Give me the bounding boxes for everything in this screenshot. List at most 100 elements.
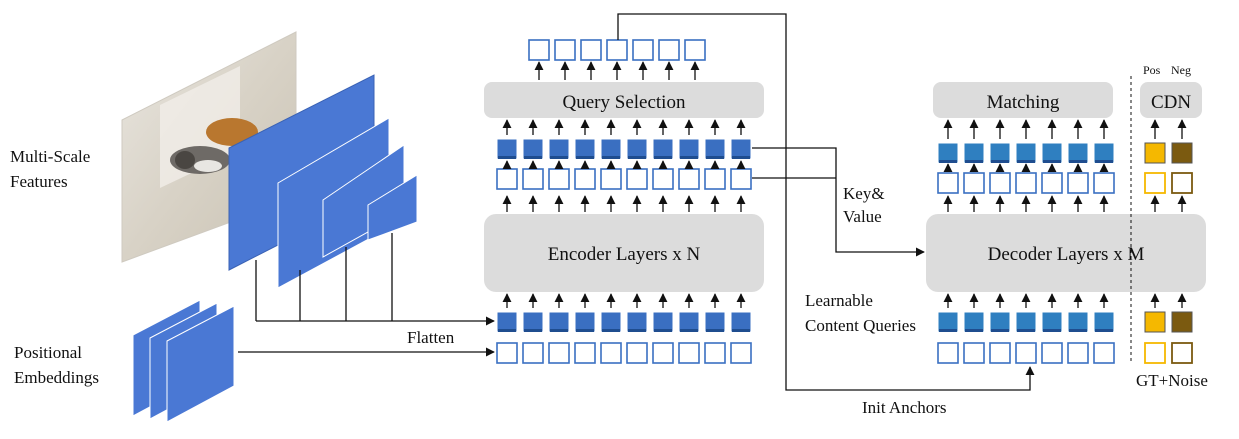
memory-token-shadow bbox=[654, 156, 672, 159]
neg-noised-query-token bbox=[1171, 311, 1193, 333]
matching-block bbox=[933, 82, 1113, 118]
decoder-anchor-tokens bbox=[937, 342, 1115, 364]
position-token bbox=[626, 168, 648, 190]
anchor-token bbox=[1015, 172, 1037, 194]
content-query-token-shadow bbox=[1069, 329, 1087, 332]
memory-token-shadow bbox=[576, 156, 594, 159]
positional-embeddings bbox=[132, 299, 235, 423]
neg-anchor-token bbox=[1171, 172, 1193, 194]
decoder-output-arrows bbox=[943, 195, 1109, 212]
query-token-shadow bbox=[1017, 160, 1035, 163]
cdn-block bbox=[1140, 82, 1202, 118]
position-token bbox=[600, 168, 622, 190]
position-token bbox=[496, 168, 518, 190]
positional-label-1: Positional bbox=[14, 343, 82, 362]
feature-token-shadow bbox=[498, 329, 516, 332]
feature-token-shadow bbox=[654, 329, 672, 332]
anchor-token bbox=[989, 342, 1011, 364]
position-token bbox=[704, 168, 726, 190]
query-selection-label: Query Selection bbox=[563, 92, 686, 113]
feature-token-shadow bbox=[550, 329, 568, 332]
pos-anchor-token bbox=[1144, 172, 1166, 194]
learnable-queries-label-1: Learnable bbox=[805, 291, 873, 310]
position-token bbox=[626, 342, 648, 364]
memory-token-shadow bbox=[628, 156, 646, 159]
decoder-layers-label: Decoder Layers x M bbox=[988, 244, 1145, 265]
content-query-token-shadow bbox=[1095, 329, 1113, 332]
query-token-shadow bbox=[939, 160, 957, 163]
selected-query-token bbox=[606, 39, 628, 61]
selected-query-token bbox=[684, 39, 706, 61]
selected-query-token bbox=[632, 39, 654, 61]
feature-token-shadow bbox=[732, 329, 750, 332]
anchor-token bbox=[937, 342, 959, 364]
learnable-queries-label-2: Content Queries bbox=[805, 316, 916, 335]
query-selection-input-arrows bbox=[502, 119, 746, 135]
decoder-output-anchor-tokens bbox=[937, 172, 1115, 194]
key-value-connectors bbox=[752, 147, 925, 257]
cat-and-dog-photo-icon bbox=[170, 118, 258, 174]
position-token bbox=[548, 342, 570, 364]
gt-noise-label: GT+Noise bbox=[1136, 371, 1208, 390]
memory-token-shadow bbox=[732, 156, 750, 159]
anchor-token bbox=[989, 172, 1011, 194]
anchor-token bbox=[963, 342, 985, 364]
multi-scale-label-2: Features bbox=[10, 172, 68, 191]
memory-token-shadow bbox=[550, 156, 568, 159]
anchor-token bbox=[1041, 342, 1063, 364]
position-token bbox=[574, 342, 596, 364]
memory-token-shadow bbox=[524, 156, 542, 159]
feature-token-shadow bbox=[680, 329, 698, 332]
position-token bbox=[704, 342, 726, 364]
content-query-token-shadow bbox=[1043, 329, 1061, 332]
decoder-output-query-tokens bbox=[937, 142, 1115, 164]
anchor-token bbox=[937, 172, 959, 194]
pos-noised-query-token bbox=[1144, 311, 1166, 333]
memory-token-shadow bbox=[602, 156, 620, 159]
position-token bbox=[678, 168, 700, 190]
position-token bbox=[730, 168, 752, 190]
position-token bbox=[652, 168, 674, 190]
content-query-token-shadow bbox=[1017, 329, 1035, 332]
encoder-input-arrows bbox=[502, 293, 746, 308]
selected-query-token bbox=[580, 39, 602, 61]
pos-noised-anchor-token bbox=[1144, 342, 1166, 364]
decoder-query-arrows bbox=[943, 163, 1109, 173]
memory-token-shadow bbox=[498, 156, 516, 159]
query-token-shadow bbox=[1069, 160, 1087, 163]
selected-query-token bbox=[658, 39, 680, 61]
encoder-output-memory-tokens bbox=[496, 138, 752, 160]
encoder-memory-arrows bbox=[502, 160, 746, 170]
flatten-connectors bbox=[255, 233, 495, 326]
multi-scale-label-1: Multi-Scale bbox=[10, 147, 90, 166]
content-query-token-shadow bbox=[965, 329, 983, 332]
decoder-input-arrows bbox=[943, 293, 1109, 308]
neg-query-token bbox=[1171, 142, 1193, 164]
position-token bbox=[496, 342, 518, 364]
position-token bbox=[548, 168, 570, 190]
neg-label: Neg bbox=[1171, 63, 1191, 77]
cdn-tokens bbox=[1144, 119, 1193, 364]
cdn-label: CDN bbox=[1151, 92, 1191, 113]
memory-token-shadow bbox=[706, 156, 724, 159]
matching-input-arrows bbox=[943, 119, 1109, 139]
init-anchors-arrow bbox=[617, 13, 1035, 391]
encoder-input-feature-tokens bbox=[496, 311, 752, 333]
query-token-shadow bbox=[1043, 160, 1061, 163]
anchor-token bbox=[1041, 172, 1063, 194]
position-token bbox=[730, 342, 752, 364]
key-value-label-1: Key& bbox=[843, 184, 885, 203]
feature-map-4 bbox=[367, 174, 418, 241]
query-token-shadow bbox=[1095, 160, 1113, 163]
feature-token-shadow bbox=[602, 329, 620, 332]
content-query-token-shadow bbox=[991, 329, 1009, 332]
query-selection-block bbox=[484, 82, 764, 118]
neg-noised-anchor-token bbox=[1171, 342, 1193, 364]
content-query-token-shadow bbox=[939, 329, 957, 332]
position-token bbox=[522, 168, 544, 190]
flatten-label: Flatten bbox=[407, 328, 455, 347]
anchor-token bbox=[1067, 342, 1089, 364]
position-token bbox=[600, 342, 622, 364]
anchor-token bbox=[1015, 342, 1037, 364]
